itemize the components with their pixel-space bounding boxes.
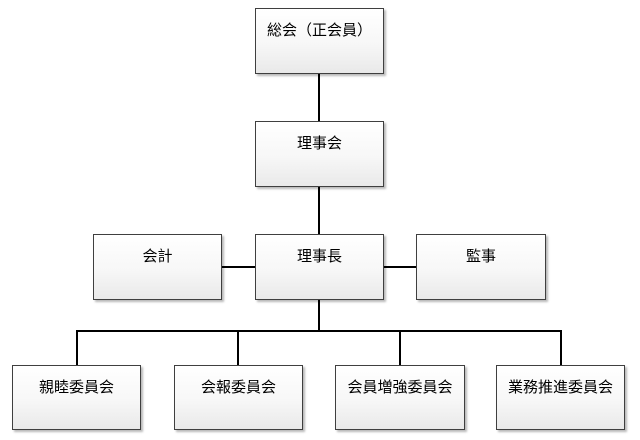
connector-chairman-auditor [383,266,416,268]
label-auditor: 監事 [465,247,496,265]
connector-board-chairman [318,186,320,234]
connector-bus-committee-3 [399,330,401,366]
box-accounting: 会計 [93,234,222,300]
label-committee-social: 親睦委員会 [38,378,114,396]
box-general-meeting: 総会（正会員） [255,8,384,74]
box-committee-newsletter: 会報委員会 [174,365,303,430]
connector-committee-bus [76,330,562,332]
box-committee-business: 業務推進委員会 [496,365,625,430]
label-board: 理事会 [296,134,342,152]
label-committee-newsletter: 会報委員会 [200,378,276,396]
box-committee-social: 親睦委員会 [12,365,141,430]
connector-accounting-chairman [221,266,256,268]
label-committee-business: 業務推進委員会 [507,378,613,396]
label-general-meeting: 総会（正会員） [266,21,372,39]
box-board: 理事会 [255,121,384,187]
box-auditor: 監事 [416,234,546,300]
label-chairman: 理事長 [296,247,342,265]
connector-bus-committee-4 [560,330,562,366]
box-committee-membership: 会員増強委員会 [335,365,465,430]
box-chairman: 理事長 [255,234,384,300]
connector-chairman-bus [318,299,320,331]
connector-meeting-board [318,73,320,121]
connector-bus-committee-2 [237,330,239,366]
label-committee-membership: 会員増強委員会 [347,378,453,396]
label-accounting: 会計 [142,247,173,265]
connector-bus-committee-1 [76,330,78,366]
